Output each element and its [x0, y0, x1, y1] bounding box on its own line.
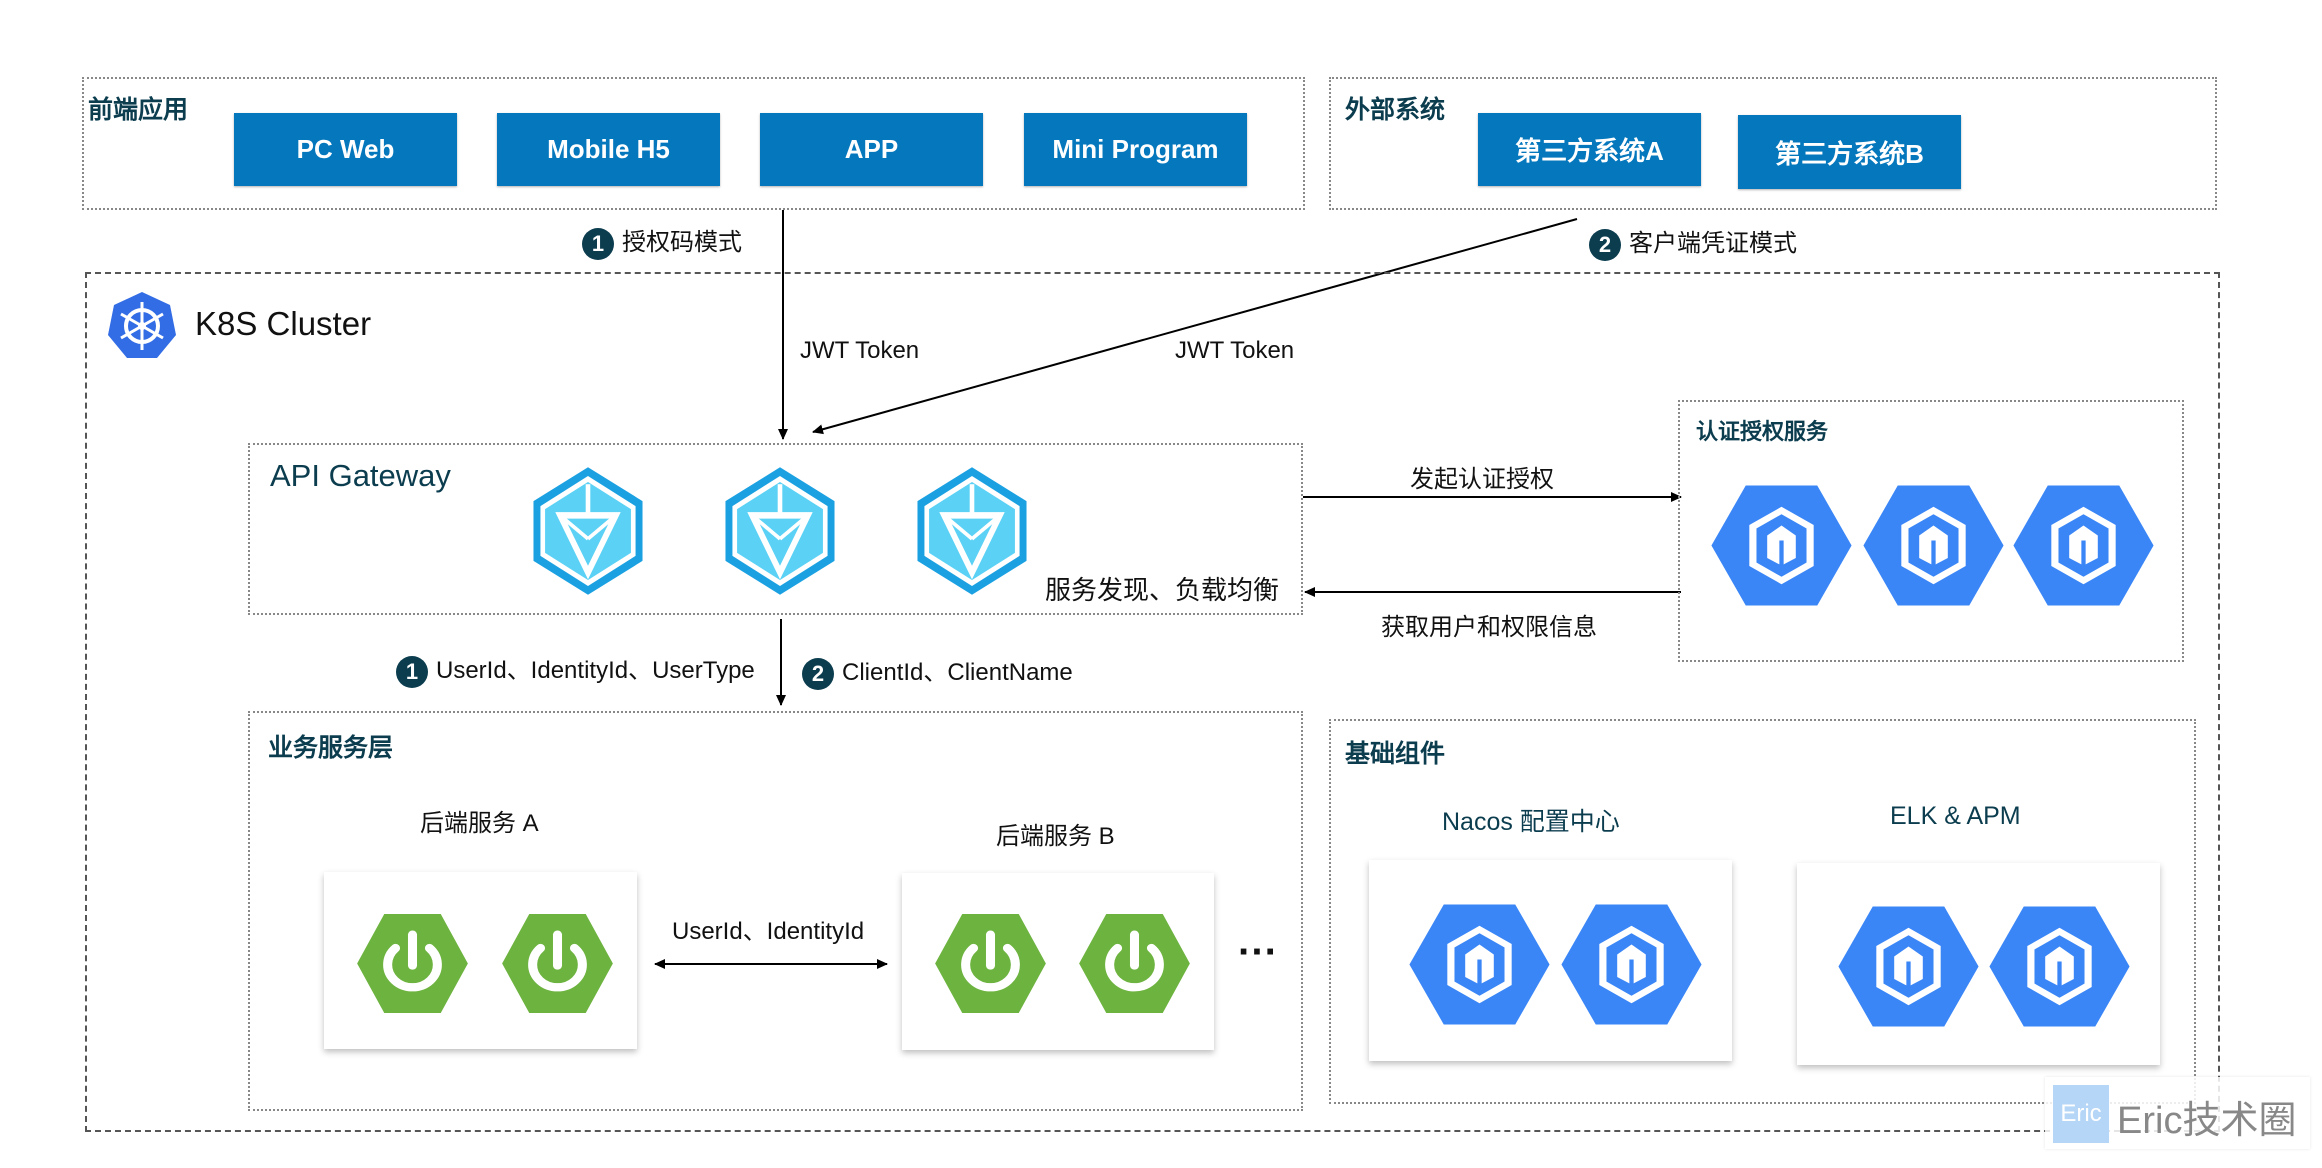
gateway-headers-user: 1 UserId、IdentityId、UserType — [396, 650, 755, 688]
arrow-external-to-gateway — [812, 218, 1578, 435]
elk-apm-hex-icon — [1837, 906, 1979, 1026]
client-cred-label: 2 客户端凭证模式 — [1589, 223, 1797, 261]
client-cred-text: 客户端凭证模式 — [1629, 230, 1797, 257]
auth-code-label: 1 授权码模式 — [582, 222, 742, 260]
jwt-token-label-1: JWT Token — [800, 337, 920, 364]
watermark: Eric Eric技术圈 — [2045, 1077, 2310, 1149]
more-services-ellipsis: ··· — [1238, 930, 1278, 974]
api-gateway-title: API Gateway — [270, 458, 451, 493]
app-button[interactable]: APP — [760, 113, 983, 186]
nacos-label: Nacos 配置中心 — [1442, 808, 1620, 836]
step-badge: 1 — [582, 227, 614, 260]
auth-service-title: 认证授权服务 — [1696, 419, 1829, 444]
step-badge: 1 — [396, 655, 428, 688]
spring-boot-icon — [1078, 913, 1190, 1013]
mobile-h5-button[interactable]: Mobile H5 — [497, 113, 720, 186]
auth-service-group — [1678, 400, 2184, 662]
step-badge: 2 — [802, 657, 834, 690]
api-gateway-icon — [917, 467, 1027, 595]
base-components-title: 基础组件 — [1345, 740, 1446, 768]
third-party-b-button[interactable]: 第三方系统B — [1738, 115, 1961, 189]
k8s-cluster-title: K8S Cluster — [195, 305, 372, 342]
discovery-label: 服务发现、负载均衡 — [1045, 575, 1280, 605]
service-b-label: 后端服务 B — [996, 823, 1115, 850]
spring-boot-icon — [501, 913, 613, 1013]
auth-request-label: 发起认证授权 — [1410, 466, 1554, 493]
service-a-label: 后端服务 A — [420, 810, 539, 837]
auth-code-text: 授权码模式 — [622, 229, 742, 256]
auth-service-hex-icon — [1710, 485, 1852, 605]
watermark-logo: Eric — [2053, 1085, 2109, 1143]
user-headers-text: UserId、IdentityId、UserType — [436, 657, 755, 684]
base-components-group — [1329, 719, 2196, 1104]
k8s-cluster-group — [85, 272, 2220, 1132]
frontend-group — [82, 77, 1305, 210]
watermark-text: Eric技术圈 — [2117, 1100, 2297, 1142]
nacos-hex-icon — [1408, 904, 1550, 1024]
api-gateway-icon — [725, 467, 835, 595]
auth-service-hex-icon — [2012, 485, 2154, 605]
auth-service-hex-icon — [1862, 485, 2004, 605]
jwt-token-label-2: JWT Token — [1175, 337, 1295, 364]
spring-boot-icon — [934, 913, 1046, 1013]
frontend-title: 前端应用 — [88, 96, 189, 124]
external-group — [1329, 77, 2217, 210]
nacos-hex-icon — [1560, 904, 1702, 1024]
api-gateway-icon — [533, 467, 643, 595]
step-badge: 2 — [1589, 228, 1621, 261]
api-gateway-group — [248, 443, 1303, 615]
gateway-headers-client: 2 ClientId、ClientName — [802, 652, 1073, 690]
business-layer-group — [248, 711, 1303, 1111]
between-services-label: UserId、IdentityId — [672, 918, 865, 945]
get-user-label: 获取用户和权限信息 — [1381, 614, 1597, 641]
client-headers-text: ClientId、ClientName — [842, 659, 1073, 686]
business-layer-title: 业务服务层 — [268, 734, 394, 762]
spring-boot-icon — [356, 913, 468, 1013]
pc-web-button[interactable]: PC Web — [234, 113, 457, 186]
third-party-a-button[interactable]: 第三方系统A — [1478, 113, 1701, 186]
mini-program-button[interactable]: Mini Program — [1024, 113, 1247, 186]
external-title: 外部系统 — [1345, 96, 1446, 124]
elk-apm-label: ELK & APM — [1890, 802, 2021, 830]
elk-apm-hex-icon — [1988, 906, 2130, 1026]
kubernetes-icon — [108, 292, 176, 358]
